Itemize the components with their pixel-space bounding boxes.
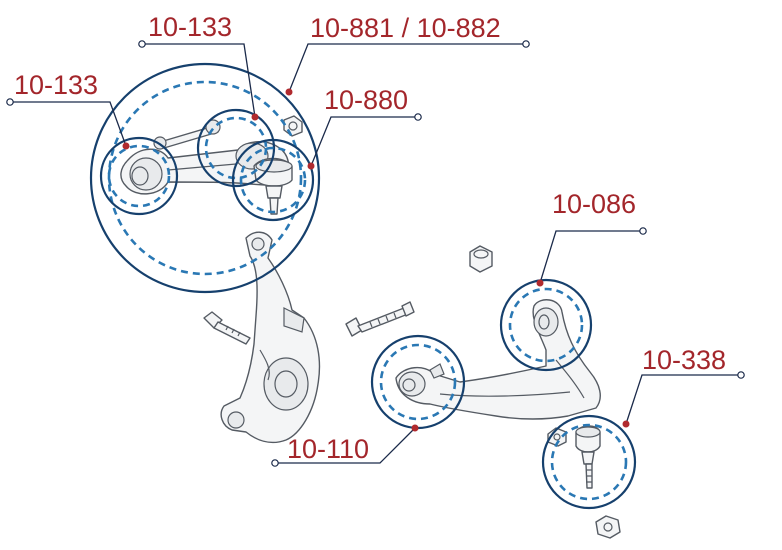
upper-arm-left-bushing-circle [99, 136, 179, 216]
lower-arm-bolt [345, 301, 415, 337]
upper-assembly-circle [89, 62, 321, 294]
callout-10-338: 10-338 [622, 345, 745, 428]
callout-10-880: 10-880 [307, 85, 422, 170]
label-10-133-left: 10-133 [14, 70, 98, 100]
label-10-110: 10-110 [287, 434, 369, 464]
callout-10-133-left: 10-133 [6, 70, 130, 150]
label-10-133-front: 10-133 [148, 12, 232, 42]
lower-ball-joint-circle [541, 414, 637, 510]
small-bushing [469, 245, 493, 273]
steering-knuckle [220, 231, 321, 444]
lower-ball-joint [575, 425, 601, 489]
lower-control-arm [395, 299, 601, 420]
callout-10-881-882: 10-881 / 10-882 [285, 13, 530, 96]
upper-control-arm [120, 119, 290, 195]
callout-10-086: 10-086 [536, 189, 647, 287]
label-10-086: 10-086 [552, 189, 636, 219]
callout-10-133-front: 10-133 [138, 12, 259, 121]
knuckle-bolt [203, 311, 251, 345]
label-10-881-882: 10-881 / 10-882 [310, 13, 501, 43]
upper-arm-front-bushing-circle [196, 108, 276, 188]
label-10-338: 10-338 [642, 345, 726, 375]
small-nut-upper [283, 115, 303, 137]
upper-ball-joint [253, 157, 293, 215]
label-10-880: 10-880 [324, 85, 408, 115]
upper-ball-joint-circle [231, 138, 315, 222]
callout-10-110: 10-110 [271, 424, 419, 467]
rear-bushing-circle [499, 278, 593, 372]
